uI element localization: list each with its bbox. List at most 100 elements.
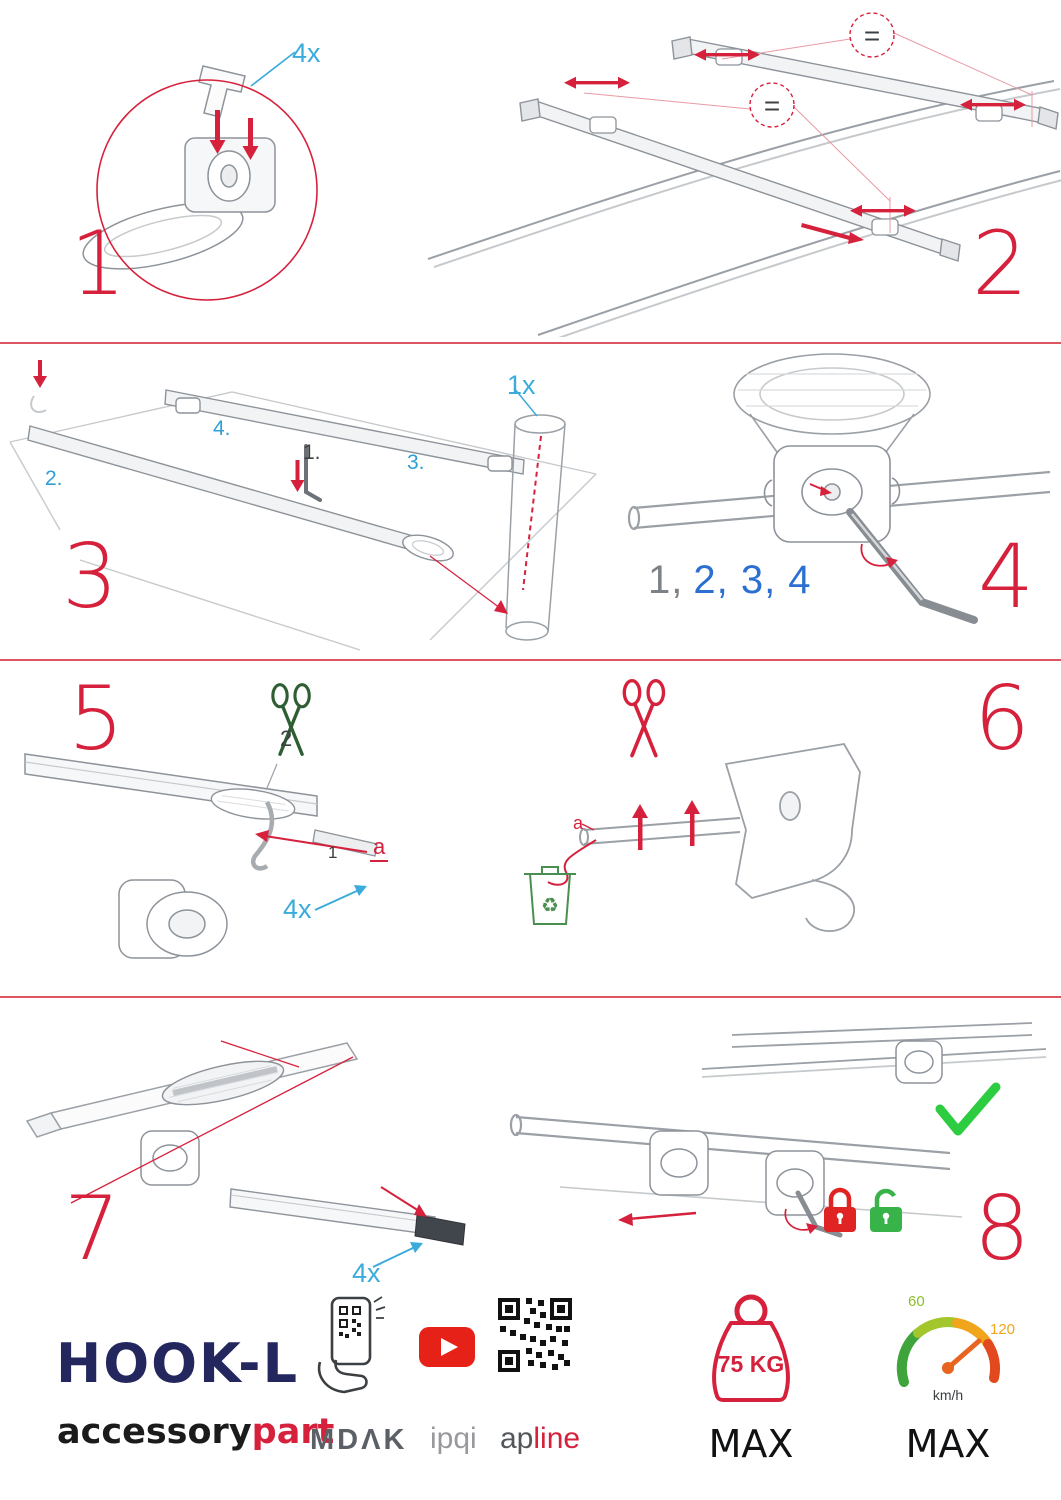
substep-1: 1. (303, 441, 321, 464)
needle (945, 1338, 982, 1371)
insert-arrow (380, 1186, 427, 1217)
substep-2: 2. (45, 467, 63, 490)
clamp-2 (765, 1150, 825, 1216)
qty-label-step5: 4x (283, 894, 312, 924)
strap-a-label-step6: a (573, 813, 584, 833)
crossbars (27, 389, 525, 553)
qty-label-step7: 4x (352, 1258, 381, 1288)
tool-sleeve (505, 414, 566, 641)
step-number-8: 8 (974, 1177, 1030, 1280)
step8-diagram (509, 1022, 1047, 1238)
rotate-arrow (784, 1208, 818, 1234)
center-arrow (809, 483, 832, 496)
bar-opening (210, 788, 296, 820)
step1-diagram (82, 51, 318, 301)
clamp-bracket (724, 743, 861, 932)
max-speed-label: MAX (905, 1422, 991, 1466)
pull-arrow (255, 830, 368, 853)
brand-logo: accessorypart (57, 1412, 334, 1452)
step5-diagram (24, 682, 378, 959)
qty-label-step1: 4x (292, 38, 321, 68)
leader-arrow (429, 555, 508, 614)
slide-arrow (618, 1211, 697, 1226)
equals-sign: = (864, 20, 880, 51)
dimension-leaders (583, 32, 1033, 233)
step6-diagram: ♻ (524, 678, 861, 932)
cut-line (266, 763, 278, 789)
hand (317, 1359, 368, 1394)
ghost-part (30, 395, 47, 414)
qty-leader-line (513, 387, 538, 417)
strap-end (312, 829, 378, 857)
insert-arrow (290, 460, 305, 492)
youtube-icon (419, 1327, 475, 1367)
roof-outline (9, 391, 597, 651)
push-up-arrows (632, 800, 700, 850)
drop-arrow (33, 360, 47, 388)
sequence-done: 1, (648, 558, 684, 602)
step2-diagram: = = (427, 12, 1061, 337)
strap (250, 800, 275, 871)
hex-key-in-sleeve (522, 435, 542, 591)
logo-ipqi: ipqi (430, 1422, 477, 1455)
sequence-remaining: 2, 3, 4 (693, 558, 812, 602)
max-load-value: 75 KG (718, 1351, 784, 1377)
inner-bar (172, 1066, 278, 1096)
step-number-4: 4 (978, 525, 1034, 628)
speed-tick-60: 60 (908, 1293, 925, 1310)
checkmark-icon (935, 1082, 1001, 1136)
substep-3: 3. (407, 451, 425, 474)
brand-accent: part (251, 1412, 335, 1452)
product-name: HOOK-L (56, 1332, 299, 1395)
qty-label-step3: 1x (507, 370, 536, 400)
weight-max-icon: 75 KG (712, 1294, 790, 1402)
order-label-cut: 2 (280, 726, 293, 751)
speedometer-icon: 60 120 km/h (896, 1293, 1015, 1403)
max-load-label: MAX (708, 1422, 794, 1466)
checked-assembly (701, 1022, 1047, 1078)
crossbars (519, 36, 1059, 262)
end-cap (414, 1214, 466, 1246)
strap-a-label: a (370, 836, 389, 862)
substep-4: 4. (213, 417, 231, 440)
tighten-sequence: 1,2, 3, 4 (648, 560, 812, 600)
recycle-icon: ♻ (541, 895, 559, 917)
step-number-5: 5 (68, 667, 124, 770)
trash-icon (524, 866, 576, 925)
step4-diagram (627, 353, 1051, 624)
step7-diagram (25, 1040, 466, 1268)
lock-closed-icon (824, 1187, 856, 1232)
qty-arrow (314, 885, 367, 911)
alignment-line (70, 1056, 354, 1204)
section-divider (0, 659, 1061, 661)
step-number-7: 7 (64, 1177, 120, 1280)
hex-key-icon (304, 444, 322, 502)
logo-mdak: MDΛK (310, 1424, 408, 1456)
step-number-1: 1 (70, 212, 126, 315)
step-number-3: 3 (62, 525, 118, 628)
phone-qr-scan-icon (317, 1296, 386, 1394)
section-divider (0, 342, 1061, 344)
clamp-body (763, 445, 901, 543)
step3-diagram (9, 360, 597, 651)
clamp-1 (649, 1130, 709, 1196)
lock-open-icon (870, 1188, 902, 1232)
hex-key-highlight (851, 513, 923, 601)
cut-strap (547, 839, 597, 886)
a-leader-line (581, 823, 595, 831)
detail-zoom-circle (96, 79, 318, 301)
bar-end-groove (230, 1194, 436, 1224)
rail-section (733, 353, 931, 463)
equalize-arrows (564, 48, 1026, 244)
brand-primary: accessory (57, 1412, 252, 1452)
bar (579, 817, 741, 846)
speed-unit: km/h (933, 1387, 963, 1403)
equal-spacing-circles (749, 12, 895, 128)
qty-arrow (372, 1242, 423, 1268)
clamp (140, 1130, 200, 1186)
logo-apline-suffix: line (533, 1422, 581, 1455)
bar-open-end (402, 534, 454, 562)
logo-apline-prefix: ap (500, 1422, 534, 1455)
main-bar (509, 1113, 951, 1171)
section-divider (0, 996, 1061, 998)
